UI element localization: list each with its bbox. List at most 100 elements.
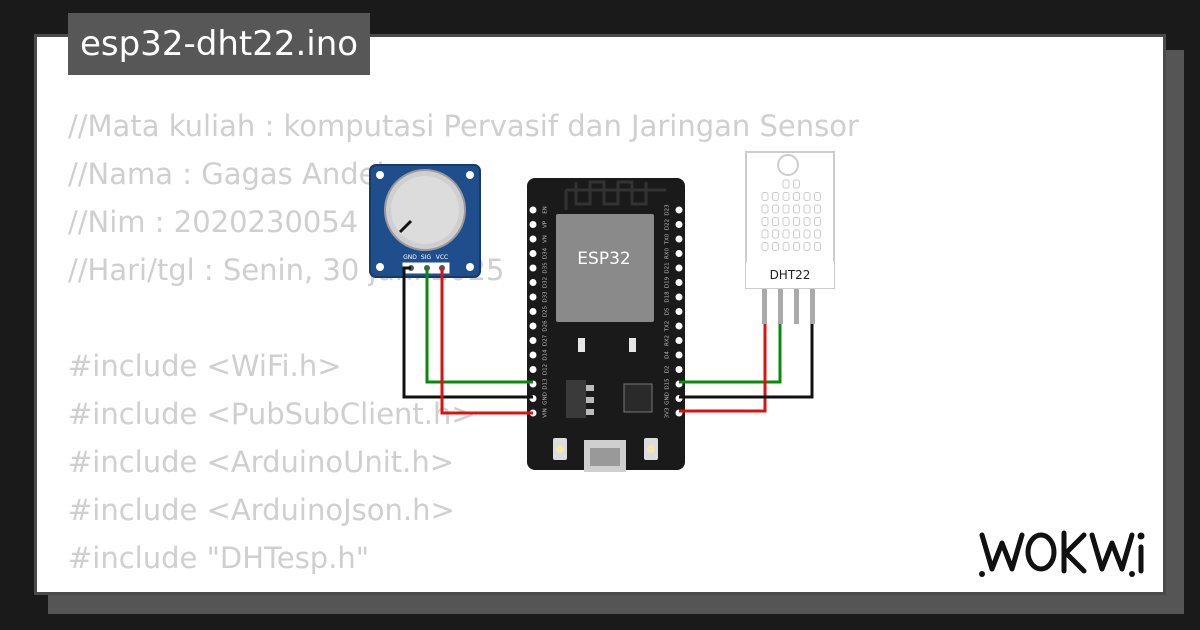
esp32-left-pin[interactable]	[529, 206, 537, 214]
dht22-vent	[814, 229, 821, 239]
esp32-right-pin-label: D15	[665, 378, 671, 390]
wire-pot-gnd	[402, 266, 533, 399]
dht22-vent	[782, 229, 790, 239]
esp32-right-pin-label: D21	[665, 262, 671, 273]
esp32-right-pin[interactable]	[675, 221, 683, 228]
esp32-right-pin-label: TX0	[665, 233, 671, 245]
esp32-left-pin-label: D13	[543, 378, 549, 390]
wires	[402, 266, 814, 415]
esp32-right-pin-label: D23	[665, 204, 671, 216]
esp32-left-pin[interactable]	[529, 337, 537, 344]
code-line: #include <ArduinoUnit.h>	[68, 445, 455, 479]
esp32-left-pin[interactable]	[529, 264, 537, 272]
esp32-left-pin[interactable]	[529, 221, 537, 228]
dht22-vent	[772, 192, 779, 201]
pot-pin-label: SIG	[421, 254, 432, 261]
esp32-left-pin-label: D33	[543, 291, 549, 303]
esp32-right-pin[interactable]	[675, 337, 683, 344]
dht22-vent	[772, 242, 779, 251]
dht22-vent	[793, 217, 800, 226]
potentiometer[interactable]: GND SIG VCC	[369, 164, 481, 278]
esp32-left-pin-label: VIN	[543, 408, 549, 418]
code-line: #include <ArduinoJson.h>	[68, 493, 455, 527]
esp32-right-pin-label: GND	[665, 392, 671, 405]
esp32-left-pin[interactable]	[529, 351, 537, 359]
esp32-right-pin-label: RX2	[665, 335, 671, 346]
esp32-right-pin-label: D18	[665, 291, 671, 303]
dht22-vent	[761, 192, 769, 201]
esp32-left-pin-label: EN	[543, 206, 549, 214]
esp32-right-pin[interactable]	[675, 308, 683, 315]
esp32-right-pin[interactable]	[675, 250, 683, 257]
dht22-vent	[814, 217, 821, 226]
esp32-left-pin[interactable]	[529, 293, 537, 301]
dht22-vent	[761, 229, 769, 239]
esp32-left-pin-label: D35	[543, 262, 549, 274]
esp32-left-pin[interactable]	[529, 235, 537, 243]
esp32-left-pin[interactable]	[529, 322, 537, 330]
dht22-vent	[803, 229, 811, 239]
dht22-vent	[814, 204, 821, 214]
esp32-left-pin-label: D27	[543, 334, 549, 346]
esp32-left-pin-label: D34	[543, 247, 549, 259]
esp32-right-pin-label: D5	[665, 307, 671, 315]
esp32-left-pin-label: D25	[543, 305, 549, 317]
esp32-board[interactable]: ESP32 ENVPVND34D35D32D33D25D26D27D14D12D…	[527, 178, 685, 472]
esp32-module	[556, 214, 654, 322]
dht22-vent	[803, 217, 811, 226]
esp32-left-pin-label: GND	[543, 392, 549, 405]
dht22-vent	[782, 217, 790, 226]
esp32-left-pin[interactable]	[529, 366, 537, 373]
dht22-label: DHT22	[770, 268, 811, 282]
dht22-vent	[803, 242, 811, 251]
project-title: esp32-dht22.ino	[68, 13, 371, 75]
esp32-right-pin[interactable]	[675, 264, 683, 272]
esp32-left-pin[interactable]	[529, 279, 537, 286]
esp32-right-pin-label: D4	[665, 351, 671, 359]
dht22-vent	[793, 242, 800, 251]
dht22-vent	[814, 242, 821, 251]
code-line: #include <WiFi.h>	[68, 349, 342, 383]
dht22-vent	[782, 242, 790, 251]
esp32-right-pin[interactable]	[675, 279, 683, 286]
wire-pot-sig	[425, 268, 533, 384]
dht22-vent	[782, 204, 790, 214]
pot-pin-label: GND	[403, 254, 417, 261]
dht22-vent	[772, 204, 779, 214]
esp32-right-pin[interactable]	[675, 293, 683, 301]
code-line: #include <PubSubClient.h>	[68, 397, 476, 431]
dht22-sensor[interactable]: DHT22	[745, 151, 835, 324]
esp32-right-pin[interactable]	[675, 206, 683, 214]
dht22-vent	[803, 204, 811, 214]
code-line: //Nim : 2020230054	[68, 205, 359, 239]
dht22-vent	[772, 229, 779, 239]
pot-pin-label: VCC	[436, 254, 448, 261]
code-preview: //Mata kuliah : komputasi Pervasif dan J…	[68, 102, 859, 582]
esp32-left-pin-label: D12	[543, 364, 549, 375]
esp32-right-pin[interactable]	[675, 351, 683, 359]
esp32-right-pin-label: D22	[665, 219, 671, 230]
dht22-vent	[803, 192, 811, 201]
dht22-vent	[761, 242, 769, 251]
dht22-vent	[761, 217, 769, 226]
esp32-right-pin-label: 3V3	[665, 407, 671, 418]
code-line: //Mata kuliah : komputasi Pervasif dan J…	[68, 109, 859, 143]
wire-dht-data	[679, 324, 782, 384]
esp32-right-pin[interactable]	[675, 235, 683, 243]
esp32-left-pin-label: D32	[543, 277, 549, 288]
esp32-right-pin-label: D2	[665, 366, 671, 374]
esp32-right-pin-label: D19	[665, 276, 671, 288]
wire-pot-vcc	[440, 268, 533, 415]
esp32-left-pin[interactable]	[529, 308, 537, 315]
knob-indicator	[398, 219, 413, 234]
dht22-vent	[782, 179, 790, 189]
esp32-left-pin-label: VN	[543, 235, 549, 243]
wokwi-logo	[979, 530, 1145, 577]
dht22-vent	[772, 217, 779, 226]
esp32-left-pin-label: D14	[543, 349, 549, 361]
esp32-right-pin[interactable]	[675, 322, 683, 330]
esp32-left-pin[interactable]	[529, 250, 537, 257]
esp32-right-pin[interactable]	[675, 366, 683, 373]
esp32-label: ESP32	[577, 249, 630, 269]
